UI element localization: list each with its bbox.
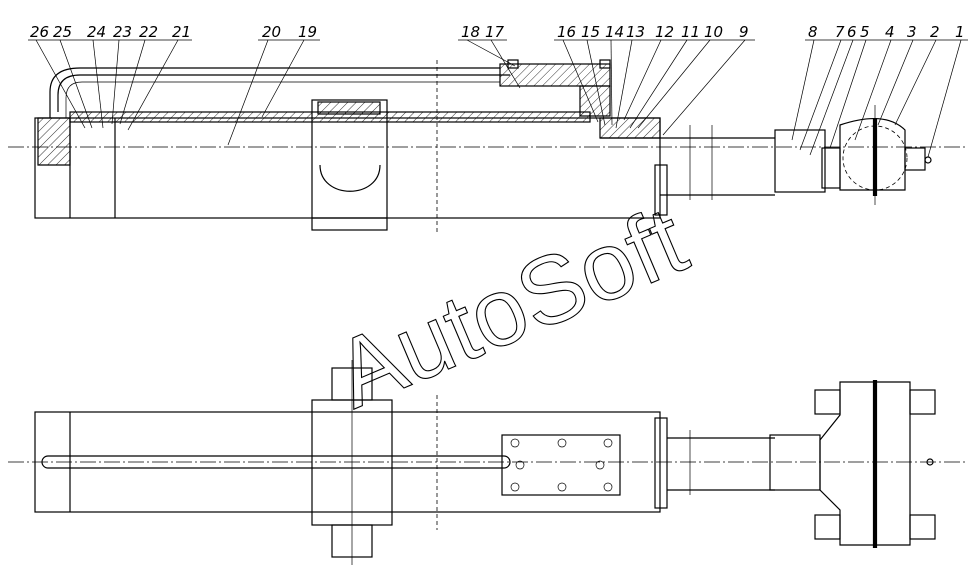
rear-cap-section xyxy=(37,117,71,166)
callout-3: 3 xyxy=(907,23,917,41)
callout-16: 16 xyxy=(557,23,576,41)
trunnion-top-section xyxy=(317,101,381,115)
callout-25: 25 xyxy=(53,23,72,41)
plan-barrel xyxy=(34,411,661,513)
rod-end-block xyxy=(774,129,826,193)
plan-gland xyxy=(654,417,668,509)
plan-rod-end xyxy=(769,434,821,491)
external-pipe-inner xyxy=(65,81,500,118)
callout-23: 23 xyxy=(113,23,132,41)
plan-bolt-bottom-left xyxy=(814,514,841,540)
external-pipe-outer xyxy=(57,74,510,112)
plan-bolt-bottom-right xyxy=(909,514,936,540)
callout-22: 22 xyxy=(139,23,158,41)
callout-8: 8 xyxy=(808,23,818,41)
callout-20: 20 xyxy=(262,23,281,41)
callout-24: 24 xyxy=(87,23,106,41)
plan-flange-plate xyxy=(501,434,621,496)
callout-18: 18 xyxy=(461,23,480,41)
callout-21: 21 xyxy=(172,23,191,41)
leader-lines xyxy=(35,39,962,158)
plan-bolt-top-right xyxy=(909,389,936,415)
flange-bolt-holes xyxy=(510,438,613,492)
callout-26: 26 xyxy=(30,23,49,41)
callout-1: 1 xyxy=(955,23,965,41)
callout-19: 19 xyxy=(298,23,317,41)
end-fitting xyxy=(904,147,926,171)
callout-17: 17 xyxy=(485,23,505,41)
callout-10: 10 xyxy=(704,23,723,41)
plan-view xyxy=(8,360,965,565)
section-view xyxy=(8,59,965,235)
callout-15: 15 xyxy=(581,23,600,41)
plan-end-nipple xyxy=(926,458,934,466)
callout-11: 11 xyxy=(681,23,700,41)
plan-bolt-top-left xyxy=(814,389,841,415)
gland-lower xyxy=(654,164,668,216)
trunnion-bore xyxy=(319,164,381,192)
watermark-text: AutoSoft xyxy=(320,186,701,428)
flange-bolt-head-2 xyxy=(599,59,611,69)
trunnion-block xyxy=(311,99,388,231)
callout-9: 9 xyxy=(739,23,749,41)
callout-6: 6 xyxy=(847,23,857,41)
callouts: 26 25 24 23 22 21 20 19 18 17 16 15 14 1… xyxy=(30,23,965,41)
pipe-flange-block xyxy=(499,63,611,87)
callout-7: 7 xyxy=(835,23,845,41)
callout-12: 12 xyxy=(655,23,674,41)
external-pipe-outer2 xyxy=(49,67,500,118)
flange-bolt-head xyxy=(507,59,519,69)
callout-4: 4 xyxy=(885,23,895,41)
clevis-eye-hidden xyxy=(842,125,908,191)
end-nipple xyxy=(924,156,932,164)
clevis-body xyxy=(839,117,906,191)
callout-14: 14 xyxy=(605,23,624,41)
plan-clevis xyxy=(819,381,911,546)
callout-2: 2 xyxy=(930,23,940,41)
cylinder-barrel xyxy=(34,117,661,219)
callout-13: 13 xyxy=(626,23,645,41)
plan-pipe xyxy=(41,455,511,469)
callout-5: 5 xyxy=(860,23,870,41)
